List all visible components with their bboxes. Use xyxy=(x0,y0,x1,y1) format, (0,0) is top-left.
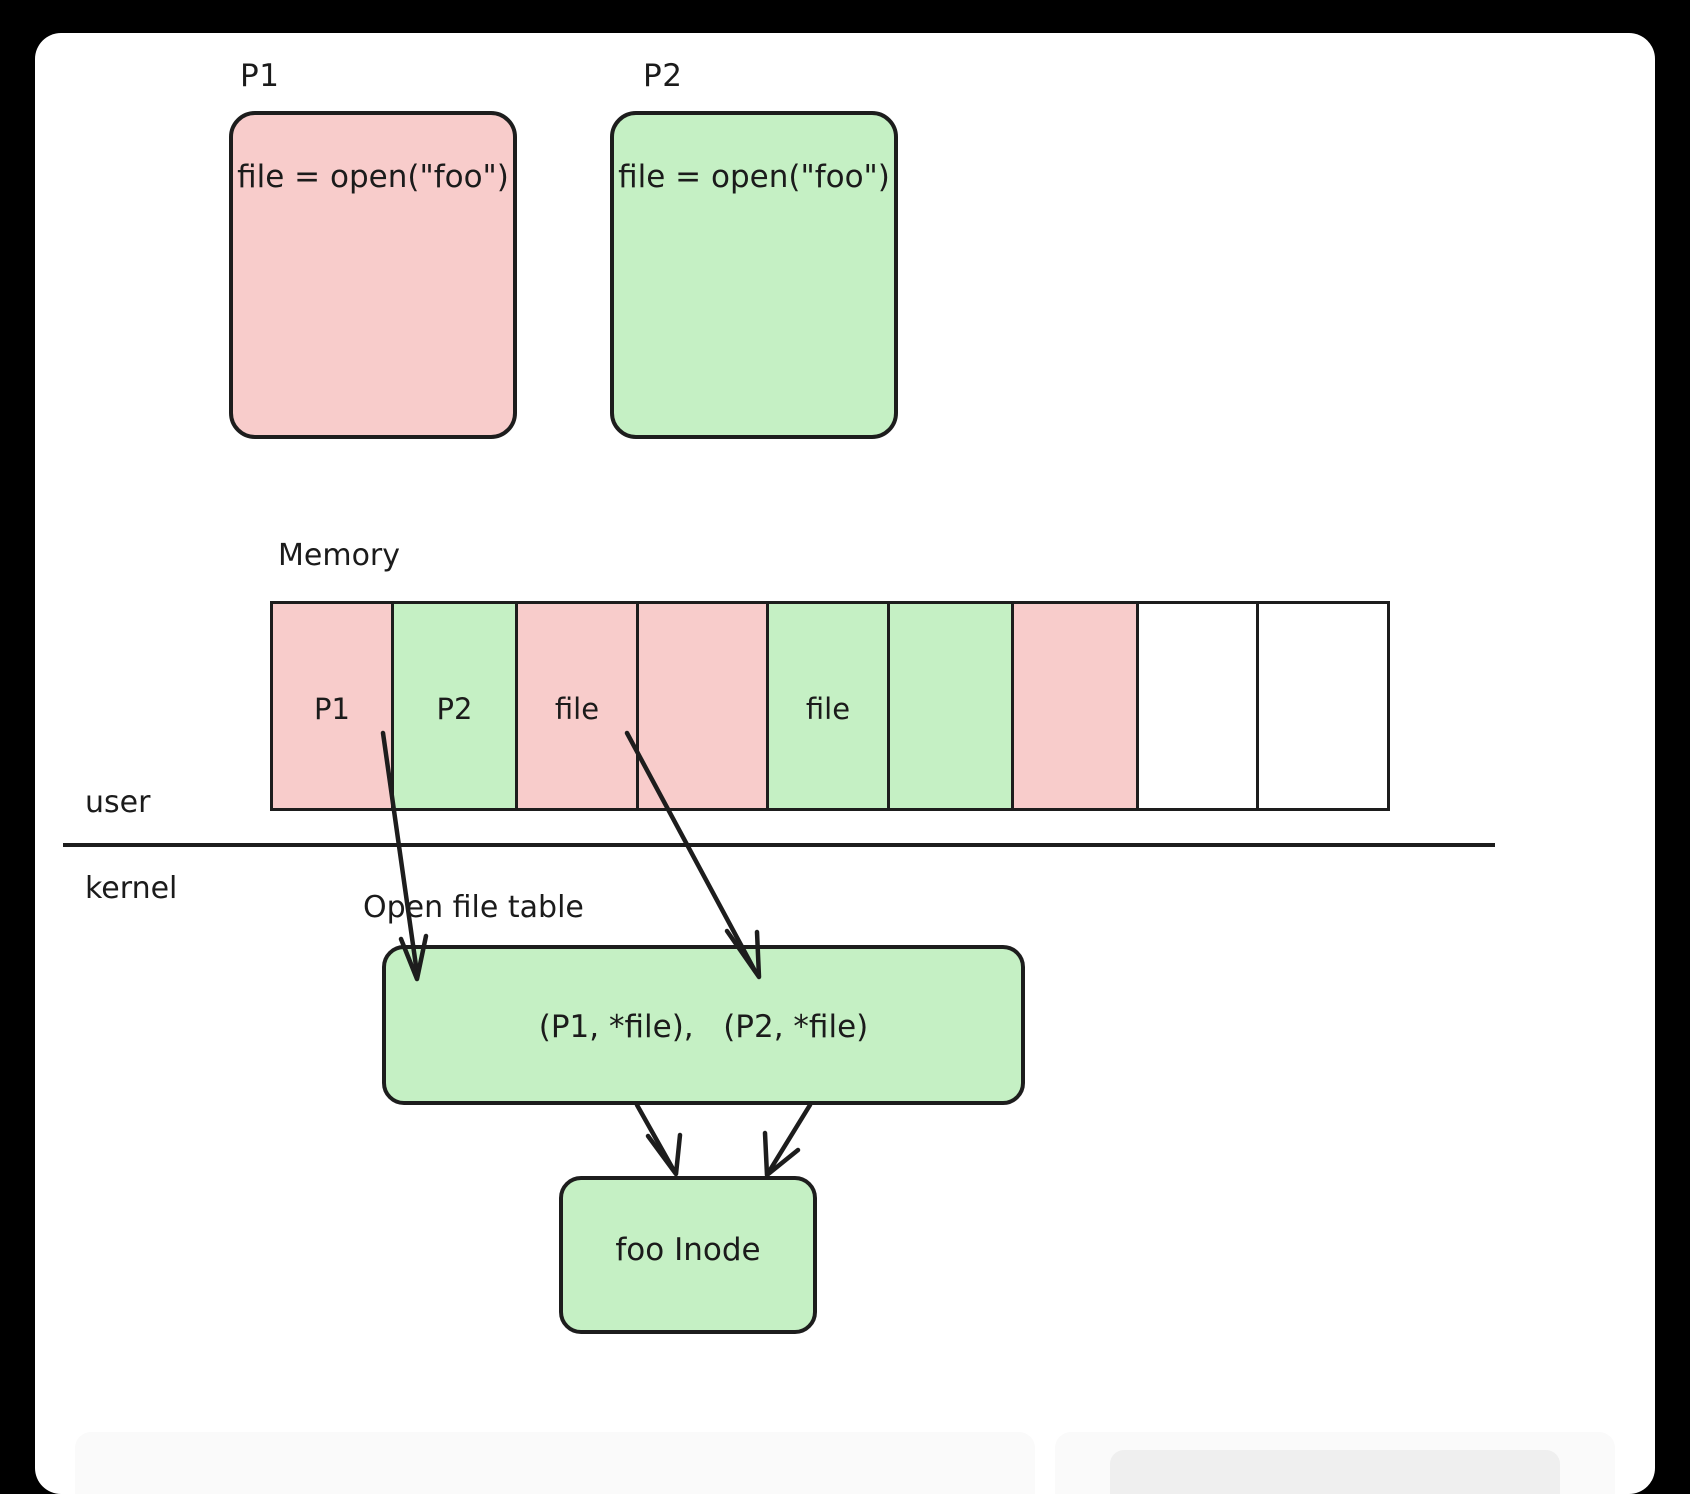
bottom-panel-left xyxy=(75,1432,1035,1494)
memory-cell-7[interactable] xyxy=(1135,601,1260,811)
foo-inode-label: foo Inode xyxy=(615,1232,761,1268)
file-descriptor-diagram: P1 file = open("foo") P2 file = open("fo… xyxy=(35,33,1655,1494)
foo-inode-box[interactable]: foo Inode xyxy=(559,1176,817,1334)
arrow-layer xyxy=(380,730,813,1178)
process-1-caption: P1 xyxy=(240,58,280,94)
process-2-box[interactable]: file = open("foo") xyxy=(610,111,898,439)
memory-cell-4-label: file xyxy=(805,692,851,726)
bottom-panel-right-inner xyxy=(1110,1450,1560,1494)
kernel-space-label: kernel xyxy=(85,871,178,906)
memory-cell-2-label: file xyxy=(554,692,600,726)
memory-cell-1[interactable]: P2 xyxy=(390,601,519,811)
memory-caption: Memory xyxy=(278,538,401,573)
diagram-canvas: P1 file = open("foo") P2 file = open("fo… xyxy=(35,33,1655,1494)
memory-cell-0[interactable]: P1 xyxy=(270,601,394,811)
arrow-open-file-table-to-inode-right xyxy=(762,1102,813,1178)
user-space-label: user xyxy=(85,785,151,820)
open-file-table-caption: Open file table xyxy=(363,890,584,925)
memory-row: P1 P2 file file xyxy=(270,601,1390,811)
arrow-p1-file-to-open-file-table xyxy=(380,730,429,982)
open-file-table-entries: (P1, *file), (P2, *file) xyxy=(538,1009,869,1045)
memory-cell-1-label: P2 xyxy=(436,692,473,726)
memory-cell-6[interactable] xyxy=(1011,601,1139,811)
arrow-p2-file-to-open-file-table xyxy=(624,730,762,980)
memory-cell-5[interactable] xyxy=(886,601,1015,811)
arrow-open-file-table-to-inode-left xyxy=(634,1102,683,1177)
memory-cell-0-label: P1 xyxy=(314,692,350,726)
user-kernel-boundary-line xyxy=(63,843,1495,847)
process-1-box[interactable]: file = open("foo") xyxy=(229,111,517,439)
open-file-table-box[interactable]: (P1, *file), (P2, *file) xyxy=(382,945,1025,1105)
memory-cell-2[interactable]: file xyxy=(515,601,639,811)
memory-cell-8[interactable] xyxy=(1256,601,1390,811)
process-2-code: file = open("foo") xyxy=(618,159,890,195)
process-1-code: file = open("foo") xyxy=(237,159,509,195)
memory-cell-3[interactable] xyxy=(635,601,770,811)
process-2-caption: P2 xyxy=(643,58,683,94)
